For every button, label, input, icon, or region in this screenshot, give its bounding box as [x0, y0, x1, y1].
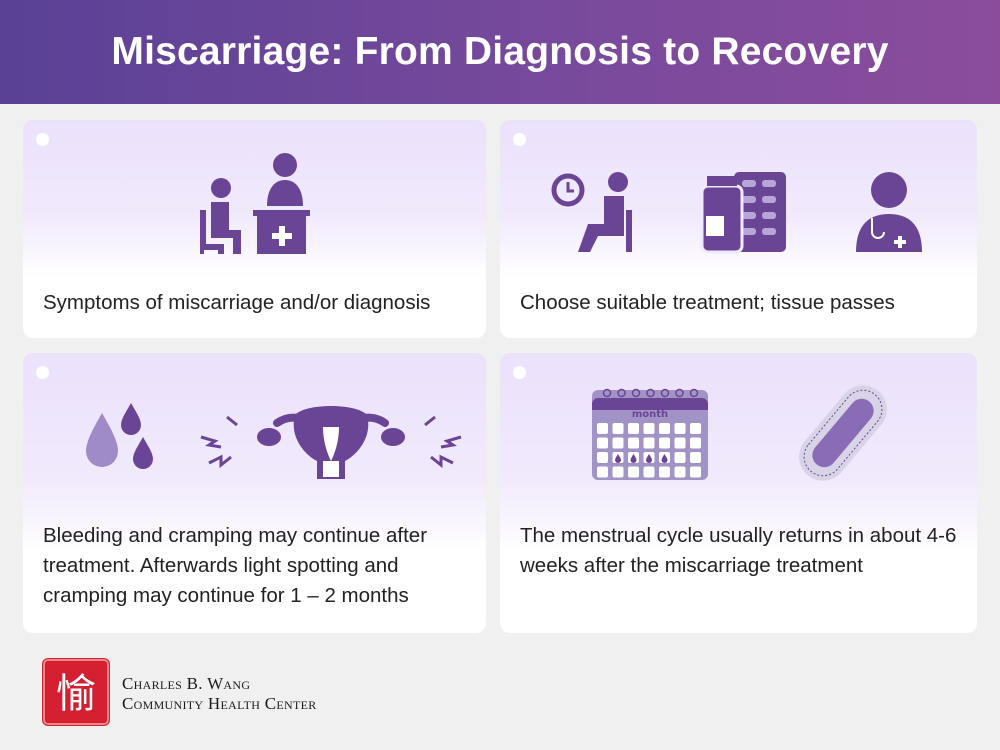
calendar-day [597, 466, 608, 478]
period-drop-icon [646, 454, 652, 463]
calendar-ring [646, 388, 655, 398]
step-text: Bleeding and cramping may continue after… [43, 524, 428, 607]
step-card-treatment: Choose suitable treatment; tissue passes [500, 120, 977, 338]
calendar-day [674, 466, 686, 478]
waiting-patient-clock-icon [551, 172, 632, 252]
calendar-day [628, 437, 639, 449]
calendar-ring [602, 388, 612, 398]
doctor-icon [856, 172, 922, 252]
calendar-day [690, 466, 701, 478]
calendar-day [674, 437, 686, 449]
calendar-day [597, 437, 608, 449]
step-text: Symptoms of miscarriage and/or diagnosis [43, 291, 431, 314]
calendar-day [597, 423, 608, 434]
bullet-dot [36, 366, 49, 379]
calendar-day [659, 437, 670, 449]
calendar-ring [631, 388, 641, 398]
bullet-dot [513, 366, 526, 379]
page-title: Miscarriage: From Diagnosis to Recovery [111, 30, 889, 73]
period-drop-icon [615, 454, 621, 463]
calendar-day [612, 466, 624, 478]
header-banner: Miscarriage: From Diagnosis to Recovery [0, 0, 1000, 104]
calendar-day [690, 423, 701, 434]
step-card-bleeding: Bleeding and cramping may continue after… [23, 353, 486, 633]
calendar-day [612, 423, 624, 434]
calendar-day [659, 423, 670, 434]
org-line-2: Community Health Center [122, 694, 317, 713]
calendar-icon: month [592, 388, 708, 480]
medicine-bottle-pills-icon [700, 172, 786, 254]
calendar-ring [675, 388, 684, 398]
period-drop-icon [630, 454, 637, 463]
step-card-diagnosis: Symptoms of miscarriage and/or diagnosis [23, 120, 486, 338]
calendar-day [659, 466, 670, 478]
calendar-day [612, 437, 624, 449]
step-card-recovery: month The menstrual cycle usually return… [500, 353, 977, 633]
chc-logo: 愉 [43, 659, 109, 725]
step-text: Choose suitable treatment; tissue passes [520, 291, 895, 314]
blood-drops-icon [86, 403, 153, 469]
calendar-ring [617, 388, 626, 398]
calendar-label: month [632, 409, 668, 420]
org-line-1: Charles B. Wang [122, 674, 251, 693]
period-drop-icon [661, 454, 668, 463]
calendar-day [643, 423, 655, 434]
sanitary-pad-icon [799, 385, 887, 481]
calendar-day [628, 423, 639, 434]
organization-name: Charles B. Wang Community Health Center [122, 674, 317, 714]
calendar-day [674, 452, 686, 463]
step-text: The menstrual cycle usually returns in a… [520, 524, 957, 577]
calendar-day [597, 452, 608, 463]
calendar-day [690, 437, 701, 449]
bullet-dot [36, 133, 49, 146]
logo-glyph: 愉 [56, 671, 96, 717]
bullet-dot [513, 133, 526, 146]
calendar-ring [689, 388, 699, 398]
calendar-day [674, 423, 686, 434]
calendar-day [628, 466, 639, 478]
calendar-day [643, 437, 655, 449]
patient-doctor-desk-icon [200, 153, 310, 254]
calendar-day [643, 466, 655, 478]
calendar-day [690, 452, 701, 463]
calendar-ring [660, 388, 670, 398]
uterus-cramping-icon [200, 406, 462, 479]
